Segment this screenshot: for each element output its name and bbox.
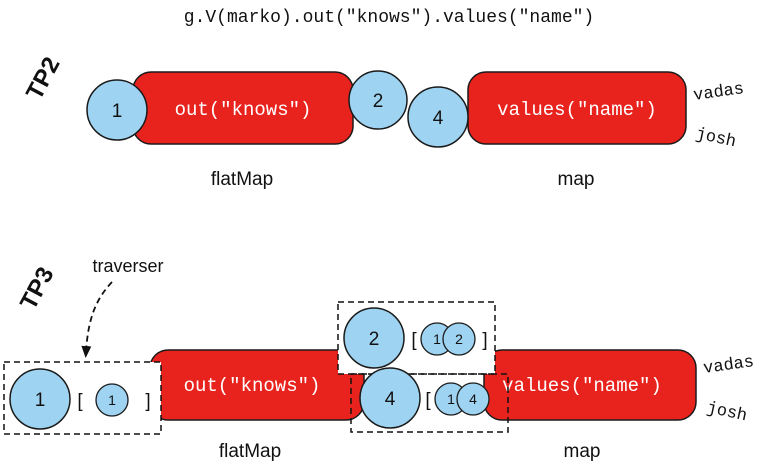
tp3-map-caption: map <box>564 441 601 462</box>
tp3-box2-path-open: [ <box>411 330 417 351</box>
tp3-step-values-name <box>483 349 697 421</box>
tp2-output-vadas: vadas <box>692 80 745 106</box>
tp3-traverser-callout: traverser <box>92 256 163 276</box>
tp3-box2-path-node-a-label: 1 <box>433 331 441 347</box>
tp2-step-values-name-label: values("name") <box>497 99 657 121</box>
tp3-box4-path-node-b-label: 4 <box>469 391 477 407</box>
tp3-box4-path-node-a-label: 1 <box>447 391 455 407</box>
tp3-traverser-2 <box>343 307 405 369</box>
tp2-label: TP2 <box>21 53 66 105</box>
tp3-step-values-name-label: values("name") <box>502 375 662 397</box>
tp3-traverser-2-label: 2 <box>369 329 380 350</box>
tp2-output-josh: josh <box>694 125 738 152</box>
tp3-traverser-1-label: 1 <box>35 390 46 411</box>
tp3-traverser-4 <box>359 367 421 429</box>
tp3-label: TP3 <box>15 263 60 315</box>
tp2-step-out-knows-label: out("knows") <box>175 99 312 121</box>
tp2-traverser-4 <box>407 86 469 148</box>
tp2-map-caption: map <box>558 169 595 190</box>
tp3-callout-arrow <box>81 281 113 358</box>
tp3-output-josh: josh <box>705 399 749 426</box>
tp3-step-out-knows-label: out("knows") <box>184 375 321 397</box>
tp3-section: TP3 traverser out("knows") flatMap value… <box>3 256 755 462</box>
tp3-in-path-node <box>95 383 129 417</box>
tp2-traverser-2 <box>348 70 408 130</box>
tp2-traverser-2-label: 2 <box>373 91 384 112</box>
tp3-box4-path-node-b <box>456 382 490 416</box>
tp3-traverser-box-4 <box>350 373 509 433</box>
tp3-box2-path-node-b-label: 2 <box>455 331 463 347</box>
tp3-in-path-node-label: 1 <box>108 392 116 408</box>
tp3-box4-path-open: [ <box>425 390 431 411</box>
tp3-flatmap-caption: flatMap <box>219 441 281 462</box>
tp3-traverser-1 <box>9 368 71 430</box>
tp2-traverser-1-label: 1 <box>112 101 123 122</box>
diagram-title: g.V(marko).out("knows").values("name") <box>184 8 594 28</box>
tp3-box2-path-close: ] <box>482 330 487 351</box>
tp3-in-path-close: ] <box>145 391 150 412</box>
tp2-traverser-4-label: 4 <box>433 108 444 129</box>
tp2-section: TP2 out("knows") flatMap values("name") … <box>21 53 745 190</box>
tp3-traverser-4-label: 4 <box>385 389 396 410</box>
tp3-output-vadas: vadas <box>702 353 755 379</box>
tp2-step-values-name <box>467 71 687 145</box>
tp3-box2-path-node-b <box>442 322 476 356</box>
tp2-traverser-1 <box>86 79 148 141</box>
tp2-flatmap-caption: flatMap <box>211 169 273 190</box>
tp3-in-path-open: [ <box>77 391 83 412</box>
